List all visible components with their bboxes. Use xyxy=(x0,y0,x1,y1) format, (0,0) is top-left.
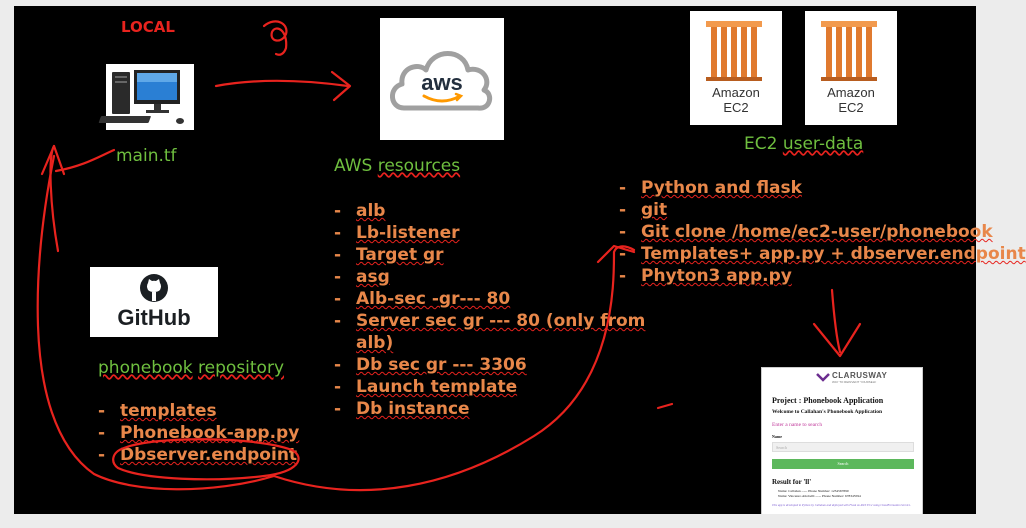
aws-heading-suffix: resources xyxy=(377,156,461,176)
ec2-to-app-arrow xyxy=(830,288,842,354)
ec2-step-item: -Git clone /home/ec2-user/phonebook xyxy=(619,222,993,242)
github-file-item: -templates xyxy=(98,401,217,421)
aws-resource-item: -asg xyxy=(334,267,390,287)
squiggle-mark xyxy=(262,20,288,56)
aws-resources-list: -alb -Lb-listener -Target gr -asg -Alb-s… xyxy=(334,200,645,420)
app-result-item: Name: Callahan ----- Phone Number: 12345… xyxy=(778,489,849,493)
annotation-arrows xyxy=(36,20,862,492)
github-file-item: -Dbserver.endpoint xyxy=(98,445,298,465)
github-file-item: -Phonebook-app.py xyxy=(98,423,300,443)
ec2-step-item: -Python and flask xyxy=(619,178,802,198)
app-search-prompt: Enter a name to search xyxy=(772,422,823,428)
github-octocat-icon xyxy=(140,274,168,302)
repo-loop-path xyxy=(36,154,276,491)
app-footer-text: This app is developed in Python by Calla… xyxy=(772,503,911,507)
aws-logo: aws xyxy=(380,18,504,140)
dbserver-circle xyxy=(112,438,300,481)
ec2-steps-list: -Python and flask -git -Git clone /home/… xyxy=(619,177,1026,287)
clarusway-tagline: WAY TO REINVENT YOURSELF xyxy=(832,380,877,384)
main-tf-label: main.tf xyxy=(116,146,177,166)
app-project-title: Project : Phonebook Application xyxy=(772,396,884,405)
app-search-button[interactable]: Search xyxy=(772,459,914,469)
ec2-chip-icon xyxy=(821,21,877,81)
aws-resource-item: -alb xyxy=(334,201,386,221)
app-result-title: Result for 'll' xyxy=(772,478,812,486)
clarusway-brand: CLARUSWAY xyxy=(832,371,888,380)
dbserver-to-ec2-arrow xyxy=(272,245,636,492)
app-results-list: Name: Callahan ----- Phone Number: 12345… xyxy=(778,489,861,499)
ec2-label-2b: EC2 xyxy=(838,100,864,115)
local-title: LOCAL xyxy=(121,18,175,36)
aws-logo-text: aws xyxy=(421,70,463,95)
small-dash-mark xyxy=(656,402,674,410)
ec2-label-1b: EC2 xyxy=(723,100,749,115)
ec2-logo-2: Amazon EC2 xyxy=(805,11,897,125)
ec2-label-2a: Amazon xyxy=(827,85,875,100)
local-to-aws-arrow xyxy=(214,79,350,88)
repo-heading-prefix: phonebook xyxy=(98,358,193,378)
ec2-logo-1: Amazon EC2 xyxy=(690,11,782,125)
clarusway-logo: CLARUSWAY WAY TO REINVENT YOURSELF xyxy=(816,372,887,384)
computer-icon xyxy=(98,64,194,130)
ec2-heading-prefix: EC2 xyxy=(744,134,778,154)
ec2-label-1a: Amazon xyxy=(712,85,760,100)
aws-resource-item: -Target gr xyxy=(334,245,444,265)
ec2-step-item: -Phyton3 app.py xyxy=(619,266,792,286)
ec2-step-item: -git xyxy=(619,200,668,220)
app-welcome-text: Welcome to Callahan's Phonebook Applicat… xyxy=(772,409,883,415)
github-repo-heading: phonebook repository xyxy=(98,358,284,378)
aws-resource-item: -Db instance xyxy=(334,399,470,419)
aws-resource-item: alb) xyxy=(356,333,394,353)
bottom-strip xyxy=(0,514,990,528)
phonebook-app-preview: CLARUSWAY WAY TO REINVENT YOURSELF Proje… xyxy=(761,367,923,516)
github-logo: GitHub xyxy=(90,267,218,337)
app-result-item: Name: Vincenzo Altobelli ----- Phone Num… xyxy=(778,494,861,498)
clarusway-chevron-icon xyxy=(816,373,830,382)
aws-resource-item: -Lb-listener xyxy=(334,223,460,243)
github-files-list: -templates -Phonebook-app.py -Dbserver.e… xyxy=(98,400,299,466)
ec2-step-item: -Templates+ app.py + dbserver.endpoint xyxy=(619,244,1026,264)
repo-heading-suffix: repository xyxy=(198,358,285,378)
aws-resource-item: -Db sec gr --- 3306 xyxy=(334,355,527,375)
ec2-heading-suffix: user-data xyxy=(782,134,864,154)
ec2-userdata-heading: EC2 user-data xyxy=(744,134,863,154)
github-logo-text: GitHub xyxy=(117,305,191,330)
aws-resource-item: -Server sec gr --- 80 (only from xyxy=(334,311,646,331)
app-search-input[interactable]: Search xyxy=(772,442,914,452)
aws-heading-prefix: AWS xyxy=(334,156,373,176)
diagram-canvas: LOCAL main.tf aws AWS resources xyxy=(14,6,1026,516)
aws-resource-item: -Launch template xyxy=(334,377,518,397)
aws-resources-heading: AWS resources xyxy=(334,156,460,176)
aws-resource-item: -Alb-sec -gr--- 80 xyxy=(334,289,511,309)
ec2-chip-icon xyxy=(706,21,762,81)
left-up-arrow xyxy=(49,144,60,253)
app-name-label: Name xyxy=(772,434,782,439)
